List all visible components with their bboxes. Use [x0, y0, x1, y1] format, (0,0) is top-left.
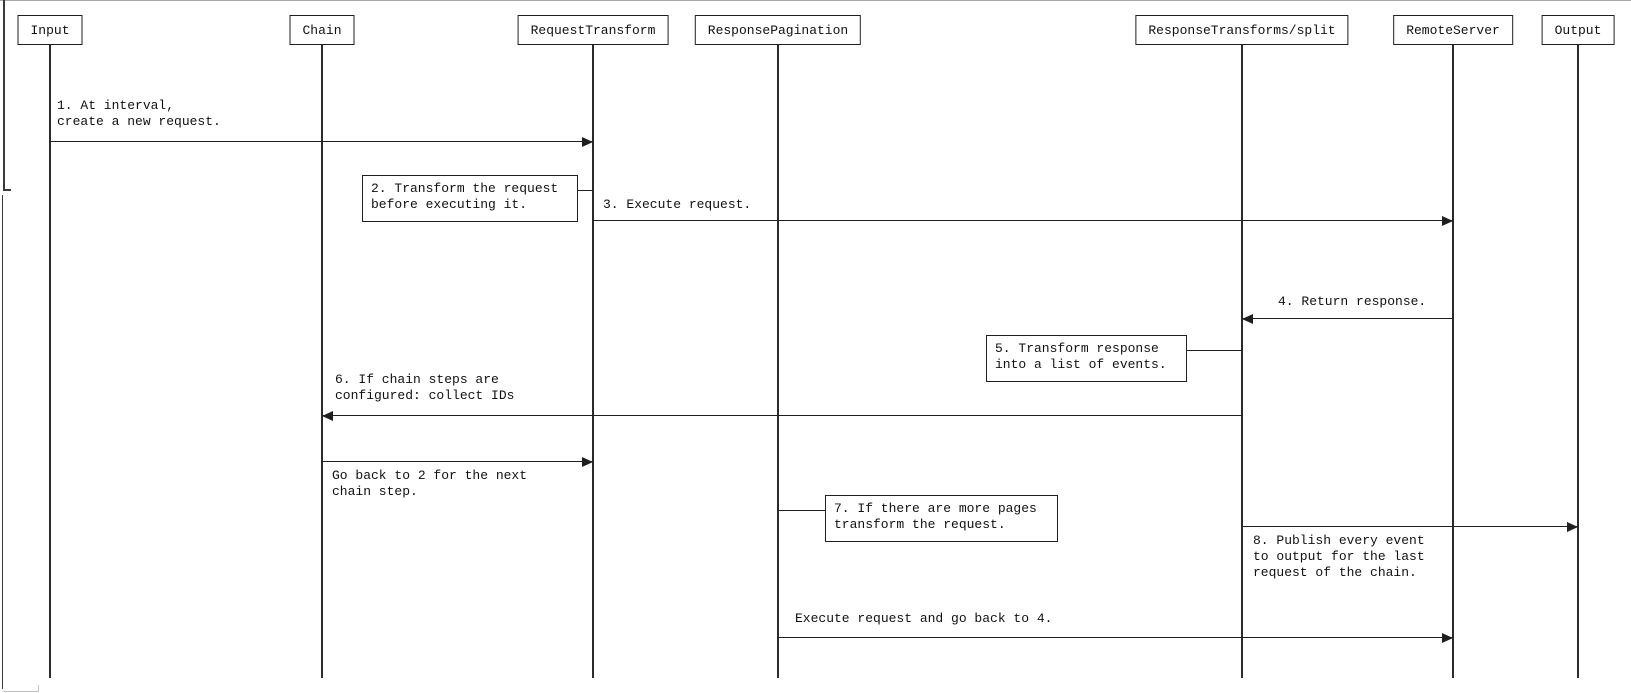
participant-label: ResponsePagination — [707, 22, 849, 38]
note-box-line: transform the request. — [834, 517, 1006, 532]
participant-label: Chain — [302, 22, 342, 38]
left-edge-line-upper — [3, 0, 5, 190]
lifeline-responsetransforms-split — [1241, 45, 1243, 678]
message-arrow-line-5 — [322, 461, 593, 463]
participant-box-input: Input — [17, 15, 83, 45]
participant-label: RequestTransform — [530, 22, 656, 38]
message-label-line: to output for the last — [1253, 549, 1425, 564]
message-label-line: configured: collect IDs — [335, 388, 515, 403]
arrowhead-right-7 — [1442, 633, 1453, 643]
participant-box-remoteserver: RemoteServer — [1393, 15, 1513, 45]
note-box-line: 2. Transform the request — [371, 181, 559, 196]
arrowhead-right-6 — [1567, 522, 1578, 532]
participant-label: Input — [30, 22, 70, 38]
participant-box-responsetransforms-split: ResponseTransforms/split — [1135, 15, 1349, 45]
message-arrow-line-6 — [1242, 526, 1578, 528]
arrowhead-right-5 — [582, 457, 593, 467]
participant-box-output: Output — [1541, 15, 1615, 45]
note-connector-2 — [1187, 350, 1242, 352]
note-box-line: into a list of events. — [995, 357, 1167, 372]
window-top-border — [0, 0, 1631, 1]
message-arrow-line-1 — [50, 141, 593, 143]
message-arrow-line-4 — [322, 415, 1242, 417]
message-label: Execute request and go back to 4. — [795, 611, 1052, 627]
message-arrow-line-3 — [1242, 318, 1453, 320]
message-label: 3. Execute request. — [603, 197, 751, 213]
message-label: 4. Return response. — [1278, 294, 1426, 310]
message-label-line: request of the chain. — [1253, 565, 1417, 580]
lifeline-remoteserver — [1452, 45, 1454, 678]
message-label-line: chain step. — [332, 484, 418, 499]
arrowhead-left-4 — [322, 411, 333, 421]
message-arrow-line-2 — [593, 220, 1453, 222]
message-label-line: 6. If chain steps are — [335, 372, 499, 387]
participant-label: ResponseTransforms/split — [1148, 22, 1336, 38]
participant-box-requesttransform: RequestTransform — [517, 15, 669, 45]
message-label-line: 3. Execute request. — [603, 197, 752, 212]
message-label-line: Execute request and go back to 4. — [795, 611, 1053, 626]
participant-box-chain: Chain — [289, 15, 355, 45]
message-label-line: 1. At interval, — [57, 98, 175, 113]
message-label-line: Go back to 2 for the next — [332, 468, 528, 483]
message-label: 1. At interval,create a new request. — [57, 98, 221, 130]
message-arrow-line-7 — [778, 637, 1453, 639]
bottom-left-artifact-vertical — [38, 685, 39, 692]
arrowhead-left-3 — [1242, 314, 1253, 324]
lifeline-requesttransform — [592, 45, 594, 678]
lifeline-chain — [321, 45, 323, 678]
arrowhead-right-2 — [1442, 216, 1453, 226]
left-edge-tick — [3, 189, 11, 191]
message-label-line: 8. Publish every event — [1253, 533, 1425, 548]
arrowhead-right-1 — [582, 137, 593, 147]
message-label-line: create a new request. — [57, 114, 221, 129]
note-connector-3 — [778, 510, 825, 512]
note-box-line: before executing it. — [371, 197, 528, 212]
bottom-left-artifact-horizontal — [3, 691, 39, 692]
note-box-line: 7. If there are more pages — [834, 501, 1037, 516]
lifeline-input — [49, 45, 51, 678]
lifeline-responsepagination — [777, 45, 779, 678]
message-label-line: 4. Return response. — [1278, 294, 1427, 309]
participant-label: RemoteServer — [1406, 22, 1500, 38]
participant-box-responsepagination: ResponsePagination — [694, 15, 862, 45]
note-connector-1 — [578, 190, 593, 192]
note-box-line: 5. Transform response — [995, 341, 1159, 356]
lifeline-output — [1577, 45, 1579, 678]
left-edge-line-lower — [2, 195, 3, 689]
participant-label: Output — [1554, 22, 1602, 38]
